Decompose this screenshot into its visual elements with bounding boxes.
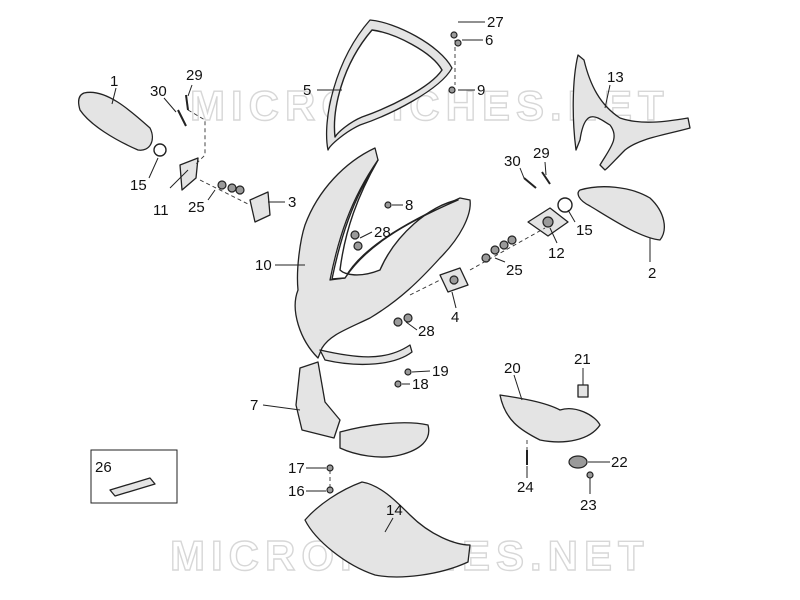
windscreen-part: [325, 19, 453, 151]
callout-7: 7: [250, 397, 258, 414]
grommet-28a-part: [350, 230, 360, 240]
callout-1: 1: [110, 73, 118, 90]
callout-27: 27: [487, 14, 504, 31]
left-mirror-mount-part: [179, 157, 199, 191]
left-screws-part: [177, 94, 189, 127]
callout-18: 18: [412, 376, 429, 393]
callout-15-right: 15: [576, 222, 593, 239]
callout-4: 4: [451, 309, 459, 326]
callout-25-right: 25: [506, 262, 523, 279]
callout-22: 22: [611, 454, 628, 471]
belly-pan-part: [304, 481, 471, 578]
callout-13: 13: [607, 69, 624, 86]
washer-23: [586, 471, 594, 479]
callout-14: 14: [386, 502, 403, 519]
washer-6-part: [454, 39, 462, 47]
right-pad-hole: [449, 275, 459, 285]
nut-9-part: [448, 86, 456, 94]
callout-30-right: 30: [504, 153, 521, 170]
left-mirror-pad-part: [249, 191, 271, 223]
callout-29-left: 29: [186, 67, 203, 84]
callout-6: 6: [485, 32, 493, 49]
callout-23: 23: [580, 497, 597, 514]
right-mount-hole: [542, 216, 554, 228]
grommet-28b-part: [393, 317, 403, 327]
callout-10: 10: [255, 257, 272, 274]
screw-27-part: [450, 31, 458, 39]
callout-19: 19: [432, 363, 449, 380]
callout-29-right: 29: [533, 145, 550, 162]
adhesive-strip-part: [109, 477, 156, 497]
callout-5: 5: [303, 82, 311, 99]
callout-30-left: 30: [150, 83, 167, 100]
inner-fairing-bracket-part: [295, 361, 341, 439]
bracket-clip-21: [577, 384, 589, 398]
callout-24: 24: [517, 479, 534, 496]
screw-8-part: [384, 201, 392, 209]
adhesive-strip-inset: [90, 449, 178, 504]
callout-3: 3: [288, 194, 296, 211]
instrument-bracket-part: [499, 394, 601, 443]
grommet-28a2-part: [353, 241, 363, 251]
fairing-bracket-part: [572, 54, 691, 171]
callout-28-lower: 28: [418, 323, 435, 340]
callout-8: 8: [405, 197, 413, 214]
left-mount-guide: [199, 179, 251, 206]
grommet-28b2-part: [403, 313, 413, 323]
callout-25-left: 25: [188, 199, 205, 216]
right-spacer-set-part: [481, 235, 517, 263]
callout-2: 2: [648, 265, 656, 282]
front-fairing-part: [294, 147, 471, 366]
leader-lines: [111, 21, 651, 533]
callout-9: 9: [477, 82, 485, 99]
screw-19-part: [404, 368, 412, 376]
callout-16: 16: [288, 483, 305, 500]
callout-17: 17: [288, 460, 305, 477]
left-spacer-set-part: [217, 180, 245, 195]
callout-15-left: 15: [130, 177, 147, 194]
right-mirror-part: [557, 186, 665, 241]
rubber-grommet-22: [568, 455, 588, 469]
washer-18-part: [394, 380, 402, 388]
callout-11: 11: [153, 202, 169, 219]
callout-28-upper: 28: [374, 224, 391, 241]
right-mount-guide: [469, 227, 546, 271]
left-screw-guide: [187, 109, 206, 166]
left-mirror-part: [77, 91, 167, 157]
callout-26: 26: [95, 459, 112, 476]
callout-20: 20: [504, 360, 521, 377]
lower-light-unit-part: [339, 422, 430, 458]
right-screws-part: [523, 171, 551, 189]
callout-12: 12: [548, 245, 565, 262]
callout-21: 21: [574, 351, 591, 368]
right-pad-guide: [409, 279, 441, 296]
